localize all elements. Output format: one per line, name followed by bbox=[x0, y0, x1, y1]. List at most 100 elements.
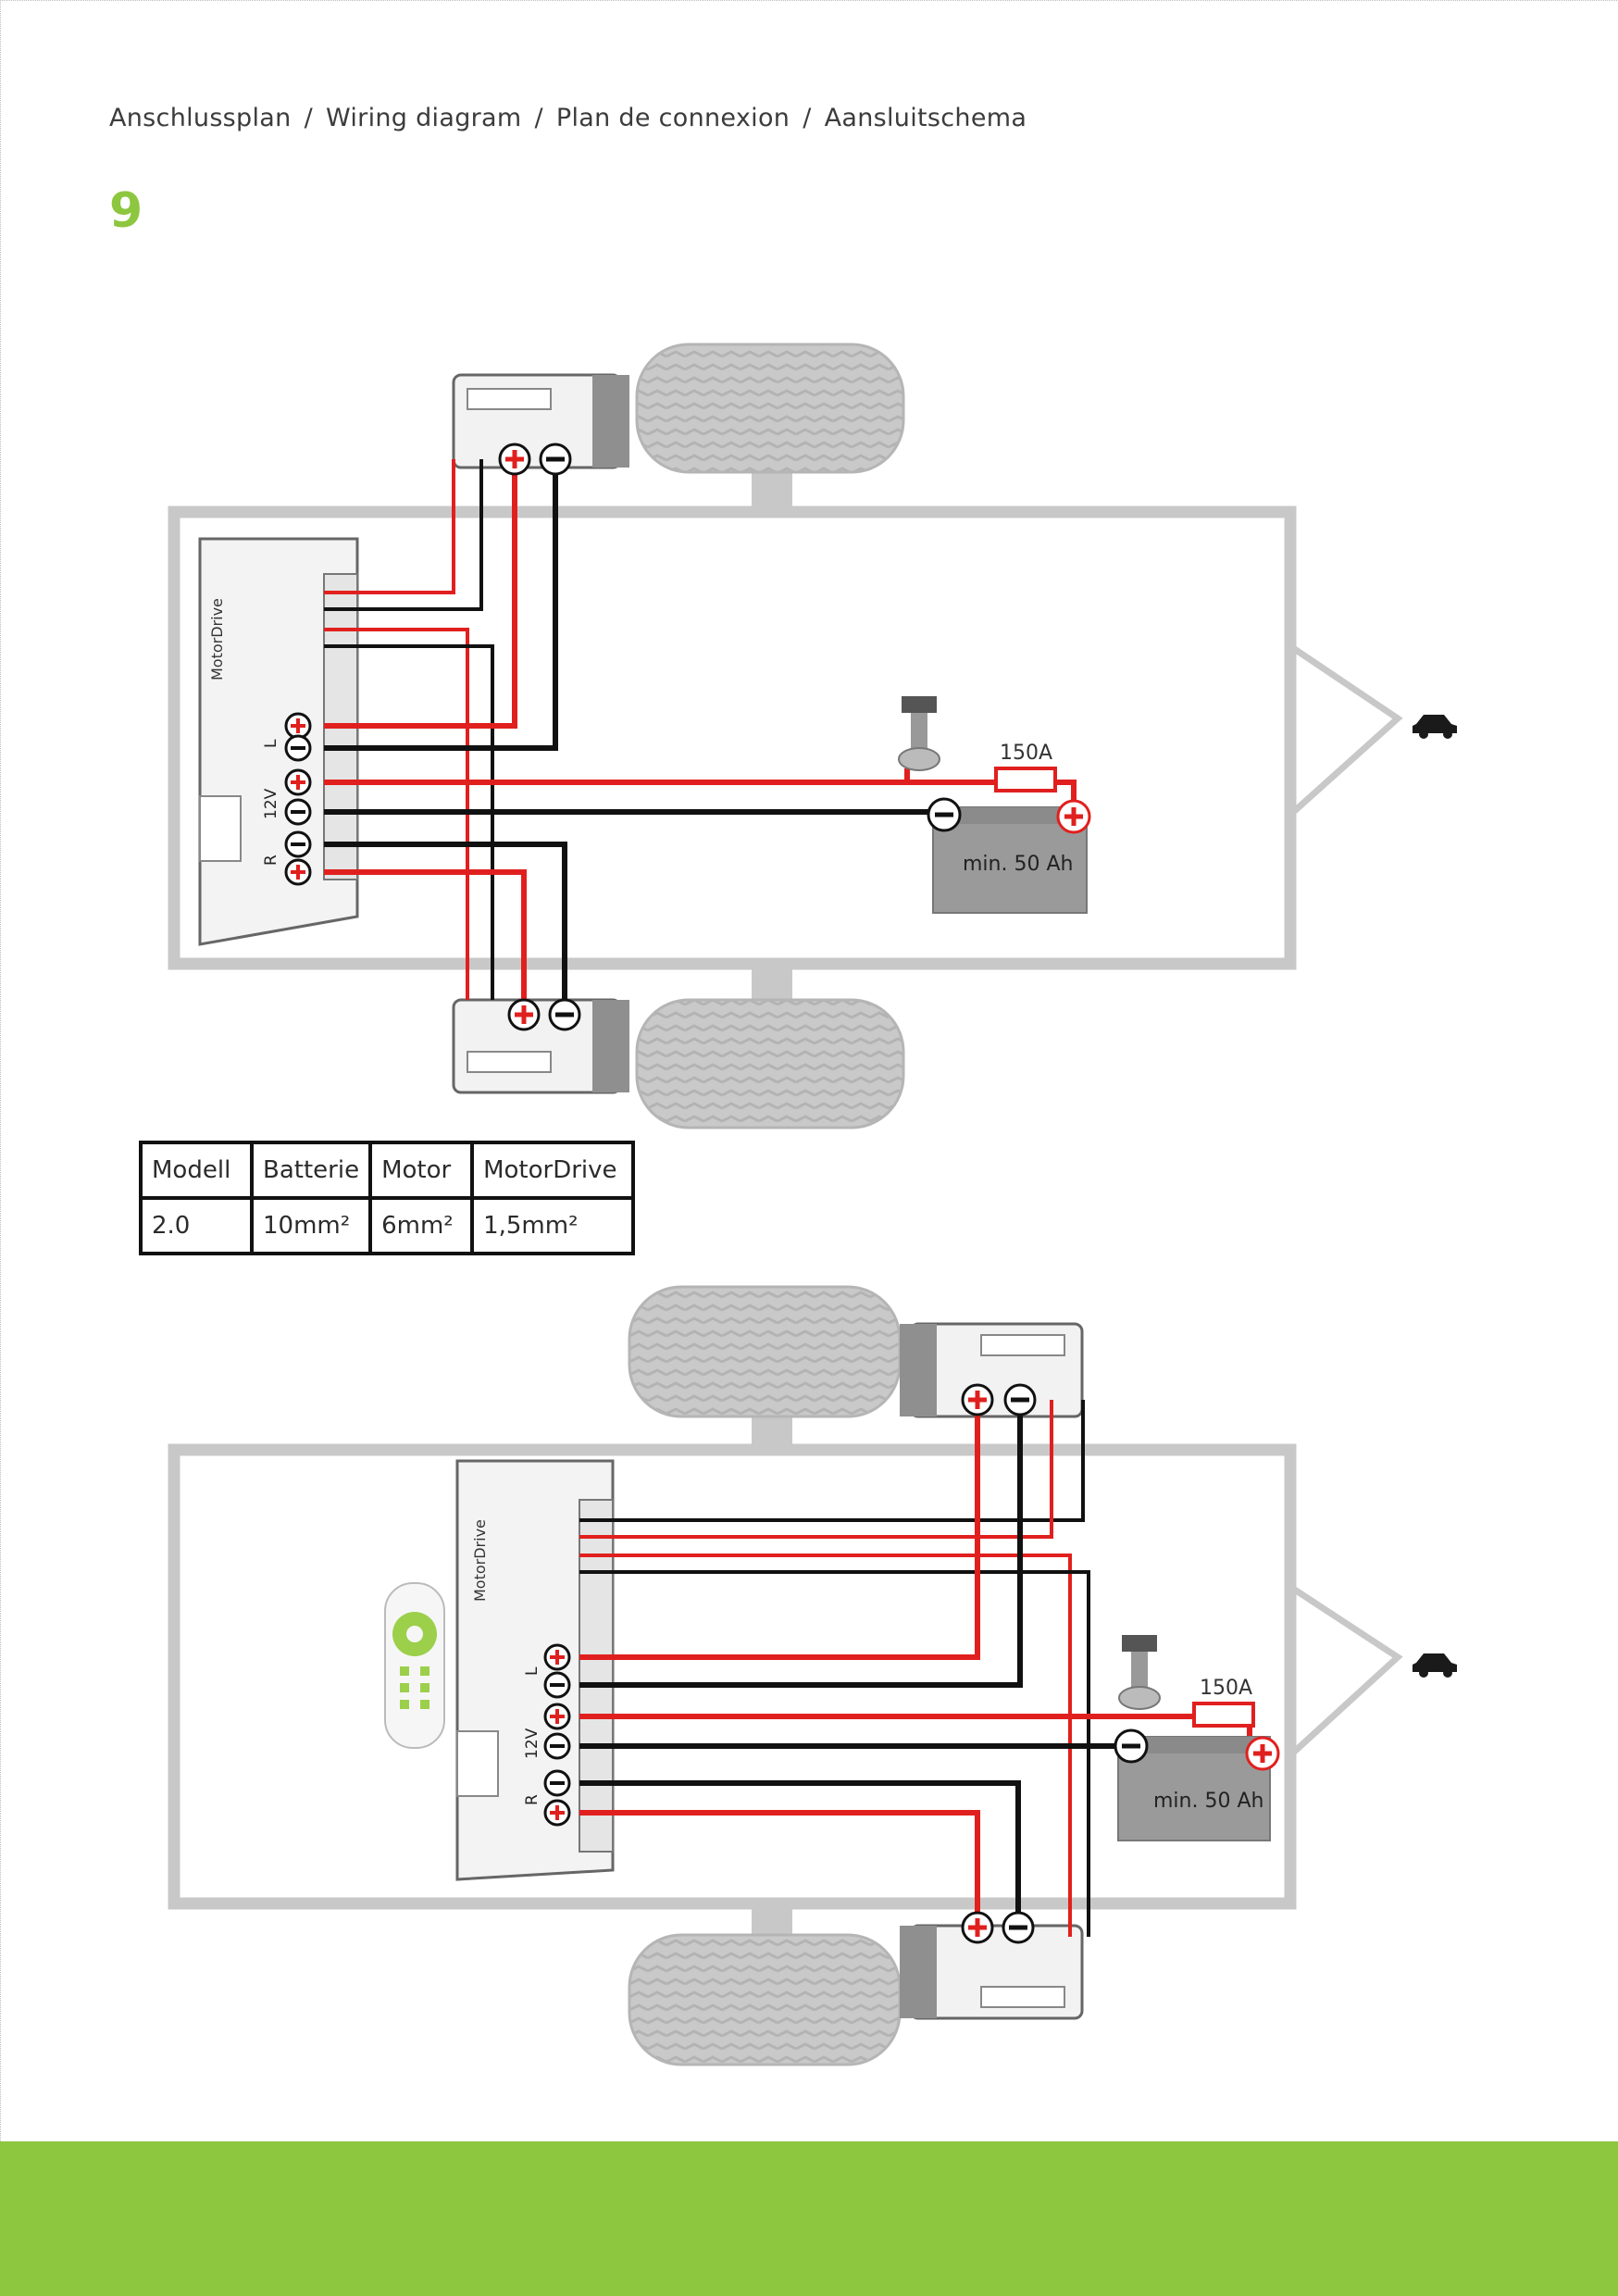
fuse-icon bbox=[1192, 1702, 1255, 1728]
wire-black bbox=[579, 1400, 1023, 1688]
terminal-label-left: L bbox=[523, 1666, 541, 1676]
car-icon bbox=[1413, 1653, 1457, 1678]
remote-control-icon bbox=[384, 1582, 445, 1749]
header-part-en: Wiring diagram bbox=[325, 104, 522, 132]
header-separator: / bbox=[304, 104, 313, 132]
tire-top-icon bbox=[628, 1285, 902, 1418]
motor-plus-icon bbox=[961, 1383, 994, 1416]
battery-label: min. 50 Ah bbox=[1153, 1790, 1263, 1813]
table-header-row: Modell Batterie Motor MotorDrive bbox=[139, 1141, 636, 1200]
terminal-plus-icon bbox=[284, 712, 312, 740]
wire-red bbox=[579, 1554, 1072, 1937]
axle-stub-bottom bbox=[752, 961, 792, 1005]
page-number: 9 bbox=[109, 183, 143, 239]
chassis-frame bbox=[168, 1443, 1297, 1910]
table-header-cell: Modell bbox=[139, 1141, 254, 1200]
wire-red bbox=[324, 628, 469, 1000]
footer-bar bbox=[0, 2141, 1618, 2296]
wire-black bbox=[324, 459, 483, 611]
terminal-label-voltage: 12V bbox=[523, 1728, 541, 1759]
fuse-label: 150A bbox=[1200, 1677, 1252, 1700]
battery-plus-icon bbox=[1245, 1736, 1280, 1771]
breadcrumb: Anschlussplan / Wiring diagram / Plan de con… bbox=[109, 104, 1027, 132]
wire-black bbox=[324, 459, 558, 751]
motor-plus-icon bbox=[961, 1911, 994, 1944]
wire-red bbox=[324, 459, 455, 594]
drive-motor-top-icon bbox=[900, 1322, 1084, 1418]
main-switch-icon bbox=[898, 696, 940, 771]
drawbar bbox=[1288, 1584, 1403, 1758]
terminal-plus-icon bbox=[284, 768, 312, 796]
control-unit bbox=[198, 537, 359, 946]
control-unit-label: MotorDrive bbox=[208, 598, 226, 680]
wire-red bbox=[324, 459, 517, 729]
drive-motor-bottom-icon bbox=[452, 998, 629, 1094]
table-header-cell: MotorDrive bbox=[470, 1141, 636, 1200]
wire-red bbox=[324, 869, 527, 1000]
wire-black bbox=[579, 1400, 1085, 1522]
wiring-diagram-top-svg: MotorDrive L 12V R 150A min. 50 Ah bbox=[168, 343, 1457, 1129]
wiring-diagram-bottom: MotorDrive L 12V R 150A min. 50 Ah bbox=[0, 1278, 1618, 2074]
motor-minus-icon bbox=[1002, 1911, 1035, 1944]
motor-minus-icon bbox=[539, 443, 572, 476]
terminal-minus-icon bbox=[543, 1671, 571, 1699]
wiring-diagram-bottom-svg: MotorDrive L 12V R 150A min. 50 Ah bbox=[168, 1285, 1457, 2066]
axle-stub-top bbox=[752, 1416, 792, 1454]
table-cell: 6mm² bbox=[368, 1196, 475, 1255]
table-header-cell: Motor bbox=[368, 1141, 475, 1200]
terminal-plus-icon bbox=[543, 1643, 571, 1671]
control-unit bbox=[455, 1459, 615, 1881]
terminal-minus-icon bbox=[284, 830, 312, 858]
tire-top-icon bbox=[635, 343, 905, 474]
terminal-minus-icon bbox=[284, 798, 312, 826]
terminal-label-right: R bbox=[262, 855, 280, 866]
tire-bottom-icon bbox=[635, 998, 905, 1129]
table-cell: 1,5mm² bbox=[470, 1196, 636, 1255]
table-cell: 2.0 bbox=[139, 1196, 254, 1255]
terminal-minus-icon bbox=[284, 734, 312, 762]
terminal-minus-icon bbox=[543, 1732, 571, 1760]
wire-black bbox=[579, 1780, 1021, 1937]
control-unit-label: MotorDrive bbox=[471, 1519, 489, 1602]
wire-red bbox=[579, 1400, 1053, 1539]
terminal-label-right: R bbox=[523, 1794, 541, 1805]
table-row: 2.0 10mm² 6mm² 1,5mm² bbox=[139, 1196, 636, 1255]
cable-specs-table: Modell Batterie Motor MotorDrive 2.0 10m… bbox=[139, 1141, 636, 1255]
table-cell: 10mm² bbox=[249, 1196, 373, 1255]
motor-minus-icon bbox=[548, 998, 581, 1031]
terminal-label-voltage: 12V bbox=[262, 788, 280, 819]
header-part-nl: Aansluitschema bbox=[824, 104, 1027, 132]
drive-motor-top-icon bbox=[452, 373, 629, 469]
wire-red bbox=[324, 768, 910, 785]
motor-minus-icon bbox=[1003, 1383, 1037, 1416]
fuse-label: 150A bbox=[1000, 742, 1052, 765]
header-part-fr: Plan de connexion bbox=[555, 104, 790, 132]
terminal-plus-icon bbox=[543, 1799, 571, 1827]
battery-minus-icon bbox=[927, 797, 962, 832]
chassis-frame bbox=[168, 505, 1297, 970]
wire-red bbox=[579, 1400, 980, 1660]
header-part-de: Anschlussplan bbox=[109, 104, 292, 132]
terminal-label-left: L bbox=[262, 739, 280, 748]
battery-plus-icon bbox=[1056, 799, 1091, 834]
wire-black bbox=[324, 842, 567, 1000]
car-icon bbox=[1413, 715, 1457, 739]
terminal-plus-icon bbox=[284, 858, 312, 886]
header-separator: / bbox=[803, 104, 812, 132]
drive-motor-bottom-icon bbox=[900, 1924, 1084, 2020]
header-separator: / bbox=[534, 104, 543, 132]
terminal-minus-icon bbox=[543, 1769, 571, 1797]
battery-label: min. 50 Ah bbox=[963, 853, 1073, 876]
wire-black bbox=[579, 1570, 1090, 1937]
wire-red bbox=[579, 1810, 980, 1937]
tire-bottom-icon bbox=[628, 1933, 902, 2066]
motor-plus-icon bbox=[507, 998, 541, 1031]
wire-black bbox=[324, 644, 494, 1000]
motor-plus-icon bbox=[498, 443, 531, 476]
table-header-cell: Batterie bbox=[249, 1141, 373, 1200]
fuse-icon bbox=[994, 767, 1057, 792]
wiring-diagram-top: MotorDrive L 12V R 150A min. 50 Ah bbox=[168, 343, 1457, 1129]
main-switch-icon bbox=[1118, 1635, 1161, 1710]
battery-minus-icon bbox=[1114, 1728, 1149, 1764]
